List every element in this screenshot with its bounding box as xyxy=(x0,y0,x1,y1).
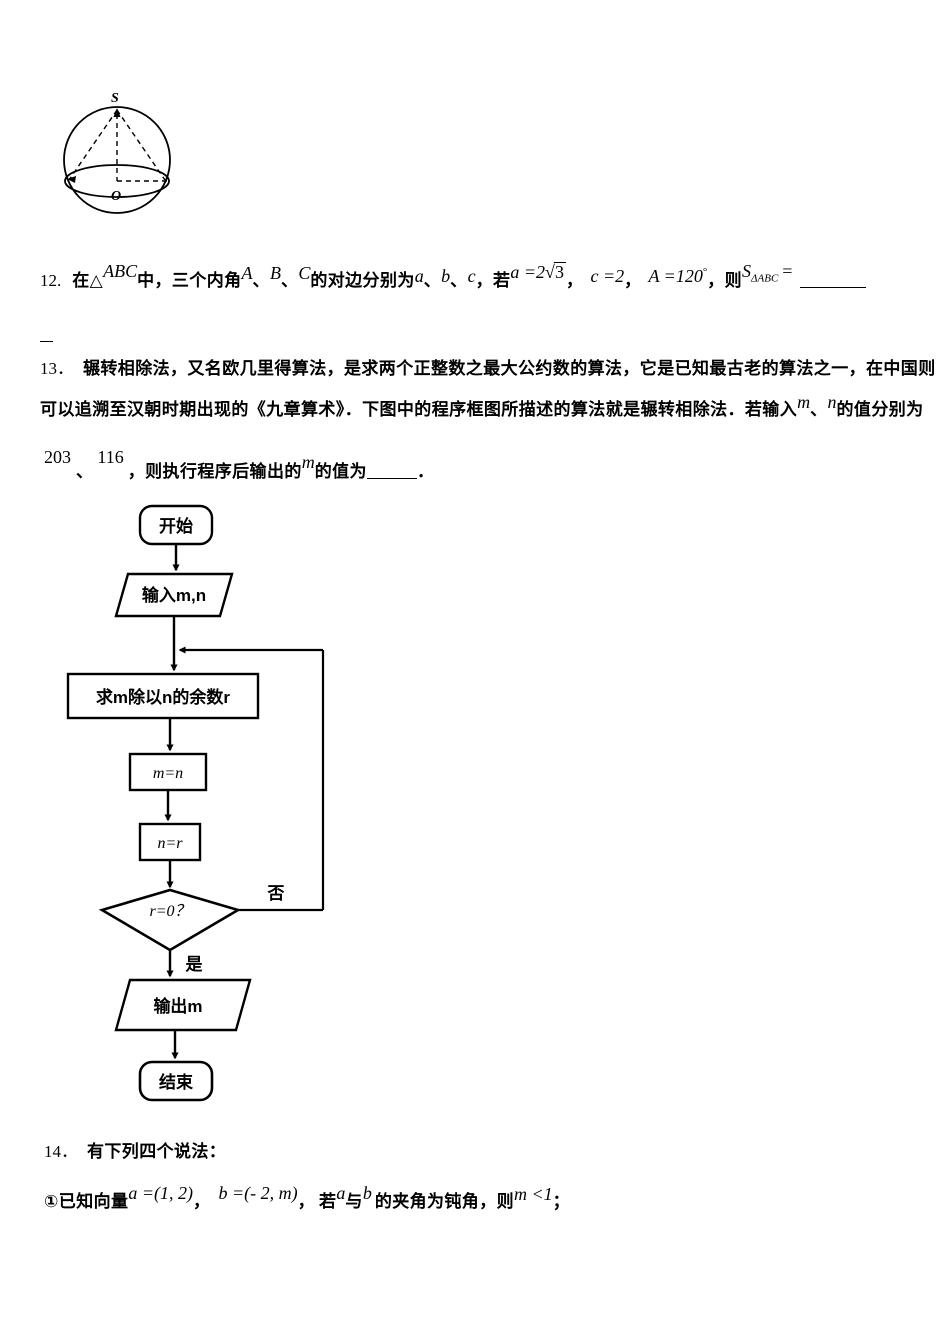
q12-text-3: 的对边分别为 xyxy=(310,271,415,290)
q12-text-4: 若 xyxy=(492,271,511,290)
flowchart-label-yes: 是 xyxy=(186,955,203,974)
q12-sep-4: 、 xyxy=(450,271,468,290)
q12-comma-1: ， xyxy=(475,271,493,290)
cone-slant-left xyxy=(68,109,118,181)
q12-angle-b: B xyxy=(269,263,281,283)
q12-equation-c: c =2 xyxy=(590,266,625,286)
q14-item-1-text-3: 与 xyxy=(345,1192,363,1211)
question-13-line-3: 203 、116，则执行程序后输出的m的值为 ． xyxy=(44,448,435,481)
q13-var-n: n xyxy=(827,392,837,412)
q13-number: 13． xyxy=(40,359,74,378)
cone-slant-right xyxy=(116,109,166,181)
q14-vb: b xyxy=(362,1183,372,1203)
question-13-line-1: 13． 辗转相除法，又名欧几里得算法，是求两个正整数之最大公约数的算法，它是已知… xyxy=(40,360,936,378)
q13-var-m-2: m xyxy=(301,452,315,472)
q13-text-line-2b: 的值分别为 xyxy=(836,400,924,419)
q14-comma-1: ， xyxy=(193,1192,211,1211)
flowchart-svg: 开始 输入m,n 求m除以n的余数r m=n n=r xyxy=(66,504,325,1102)
q14-conclusion: m <1 xyxy=(514,1184,553,1204)
q14-item-1-text-1: 已知向量 xyxy=(58,1192,129,1211)
q12-equation-a: a =2 xyxy=(510,262,546,282)
q12-text-5: 则 xyxy=(724,271,743,290)
q12-side-b: b xyxy=(441,266,451,286)
q14-va: a xyxy=(336,1183,346,1203)
q14-title: 有下列四个说法： xyxy=(87,1142,227,1161)
cone-base-ellipse xyxy=(64,164,170,198)
q12-text-2: 中，三个内角 xyxy=(137,271,242,290)
q13-value-n: 116 xyxy=(97,447,124,467)
q12-area-symbol: S xyxy=(742,261,752,281)
q13-text-line-3a: ，则执行程序后输出的 xyxy=(127,462,302,481)
q12-triangle-vertices: ABC xyxy=(103,261,138,281)
sphere-outline xyxy=(63,106,171,214)
flowchart-assign-n-label: n=r xyxy=(157,835,183,852)
flowchart-node-remainder xyxy=(66,672,260,720)
flowchart-node-input xyxy=(114,572,234,618)
flowchart-output-label: 输出m xyxy=(153,996,202,1016)
q14-comma-2: ， xyxy=(297,1192,315,1211)
q12-side-c: c xyxy=(467,266,476,286)
q12-sqrt-3: √3 xyxy=(545,262,567,282)
q12-sep-3: 、 xyxy=(423,271,442,290)
q14-vector-b: b =(- 2, m) xyxy=(218,1183,298,1203)
q12-continuation-mark-line xyxy=(40,330,53,346)
q13-text-line-1: 辗转相除法，又名欧几里得算法，是求两个正整数之最大公约数的算法，它是已知最古老的… xyxy=(83,359,936,378)
q13-period: ． xyxy=(416,462,435,481)
q12-answer-blank[interactable] xyxy=(800,287,867,288)
flowchart-node-output xyxy=(114,978,252,1032)
q13-var-m: m xyxy=(797,392,811,412)
q13-answer-blank[interactable] xyxy=(366,478,417,479)
q12-area-subscript: ΔABC xyxy=(751,272,779,285)
flowchart-node-decision xyxy=(98,888,242,952)
q12-comma-2: ， xyxy=(566,271,584,290)
axis-arrowhead xyxy=(113,108,121,117)
flowchart-start-label: 开始 xyxy=(159,516,193,536)
sphere-diagram-svg: S O xyxy=(63,91,171,214)
q12-angle-a: A xyxy=(241,263,253,283)
q12-sep-1: 、 xyxy=(252,271,270,290)
q13-text-line-3b: 的值为 xyxy=(314,462,367,481)
q12-sqrt-radicand: 3 xyxy=(554,262,567,282)
flowchart-assign-m-label: m=n xyxy=(153,765,183,782)
q12-sep-2: 、 xyxy=(280,271,299,290)
q12-degree-symbol: ° xyxy=(702,266,708,278)
q14-item-1-text-2: 若 xyxy=(319,1192,337,1211)
flowchart-input-label: 输入m,n xyxy=(142,585,206,605)
flowchart-end-label: 结束 xyxy=(159,1072,193,1092)
flowchart-decision-label: r=0？ xyxy=(149,903,190,920)
q14-item-1-marker: ① xyxy=(44,1192,59,1211)
q12-side-a: a xyxy=(414,266,424,286)
q12-angle-c: C xyxy=(298,263,311,283)
sphere-apex-label: S xyxy=(111,91,119,106)
question-12-line: 12. 在△ABC中，三个内角A、B、C的对边分别为a、b、c，若a =2√3，… xyxy=(40,262,867,294)
q13-text-line-2a: 可以追溯至汉朝时期出现的《九章算术》．下图中的程序框图所描述的算法就是辗转相除法… xyxy=(40,400,798,419)
q12-comma-3: ， xyxy=(624,271,642,290)
q12-comma-4: ， xyxy=(707,271,725,290)
q14-number: 14． xyxy=(44,1142,78,1161)
q14-vector-a: a =(1, 2) xyxy=(128,1183,194,1203)
q14-semicolon: ； xyxy=(552,1192,571,1211)
q13-line2-separator: 、 xyxy=(810,400,828,419)
base-arrowhead xyxy=(67,176,76,183)
sphere-with-inscribed-cone-figure: S O xyxy=(55,88,190,233)
q14-item-1-text-4: 的夹角为钝角，则 xyxy=(374,1192,515,1211)
flowchart-node-end xyxy=(138,1060,214,1102)
q12-continuation-mark xyxy=(40,341,53,342)
question-14-title-line: 14． 有下列四个说法： xyxy=(44,1143,226,1161)
flowchart-label-no: 否 xyxy=(267,884,285,903)
q12-equals: = xyxy=(782,261,793,281)
q12-number: 12. xyxy=(40,271,62,290)
q12-text-1: 在△ xyxy=(72,271,104,290)
q12-equation-A: A =120 xyxy=(648,266,703,286)
q13-value-m: 203 xyxy=(44,447,71,467)
flowchart-remainder-label: 求m除以n的余数r xyxy=(96,687,230,707)
q13-line3-separator: 、 xyxy=(76,462,94,481)
question-13-line-2: 可以追溯至汉朝时期出现的《九章算术》．下图中的程序框图所描述的算法就是辗转相除法… xyxy=(40,393,924,419)
euclidean-algorithm-flowchart: 开始 输入m,n 求m除以n的余数r m=n n=r xyxy=(60,492,370,1117)
sphere-center-label: O xyxy=(111,189,121,204)
